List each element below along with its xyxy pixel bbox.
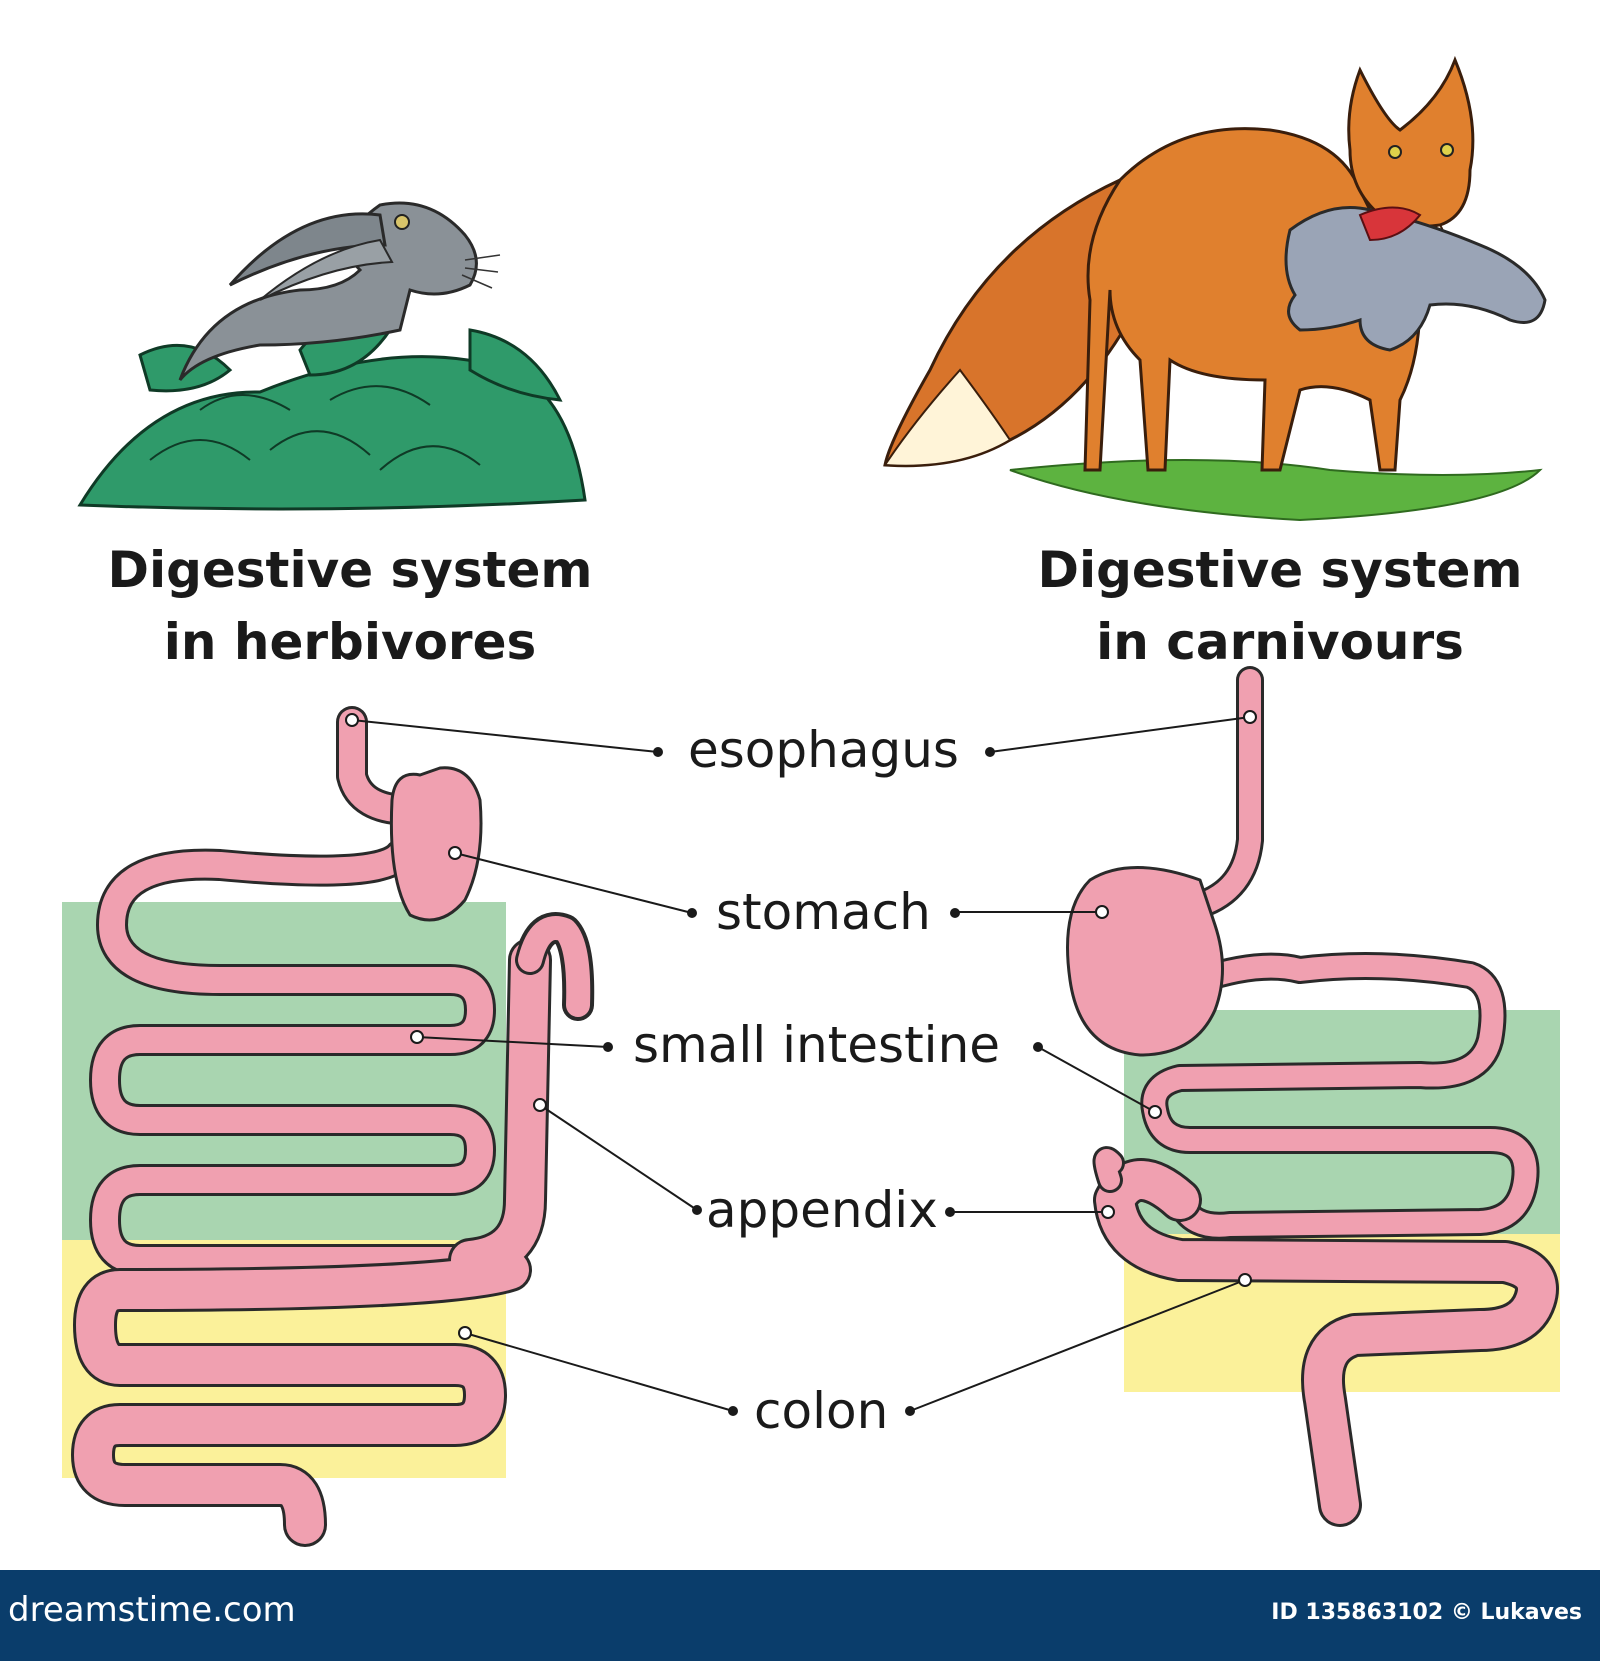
carnivore-title-line1: Digestive system [1037,541,1523,599]
footer-image-id: ID 135863102 © Lukaves [1271,1600,1582,1625]
label-dots [603,747,1043,1416]
leader-endpoints [345,710,1257,1340]
label-esophagus: esophagus [688,721,959,779]
fox-illustration [883,55,1547,522]
carnivore-digestive-tract [1066,666,1559,1527]
carnivore-title: Digestive system in carnivours [1010,534,1550,678]
footer-brand: dreamstime.com [8,1590,296,1630]
herbivore-digestive-tract [71,706,595,1547]
footer-bar: dreamstime.com ID 135863102 © Lukaves [0,1570,1600,1661]
herbivore-title-line1: Digestive system [107,541,593,599]
label-colon: colon [754,1382,889,1440]
herbivore-title: Digestive system in herbivores [70,534,630,678]
carnivore-title-line2: in carnivours [1096,613,1464,671]
label-appendix: appendix [706,1181,938,1239]
rabbit-illustration [77,201,587,511]
leader-lines [351,716,1251,1412]
herbivore-title-line2: in herbivores [163,613,537,671]
label-small-intestine: small intestine [633,1016,1001,1074]
label-stomach: stomach [716,883,931,941]
